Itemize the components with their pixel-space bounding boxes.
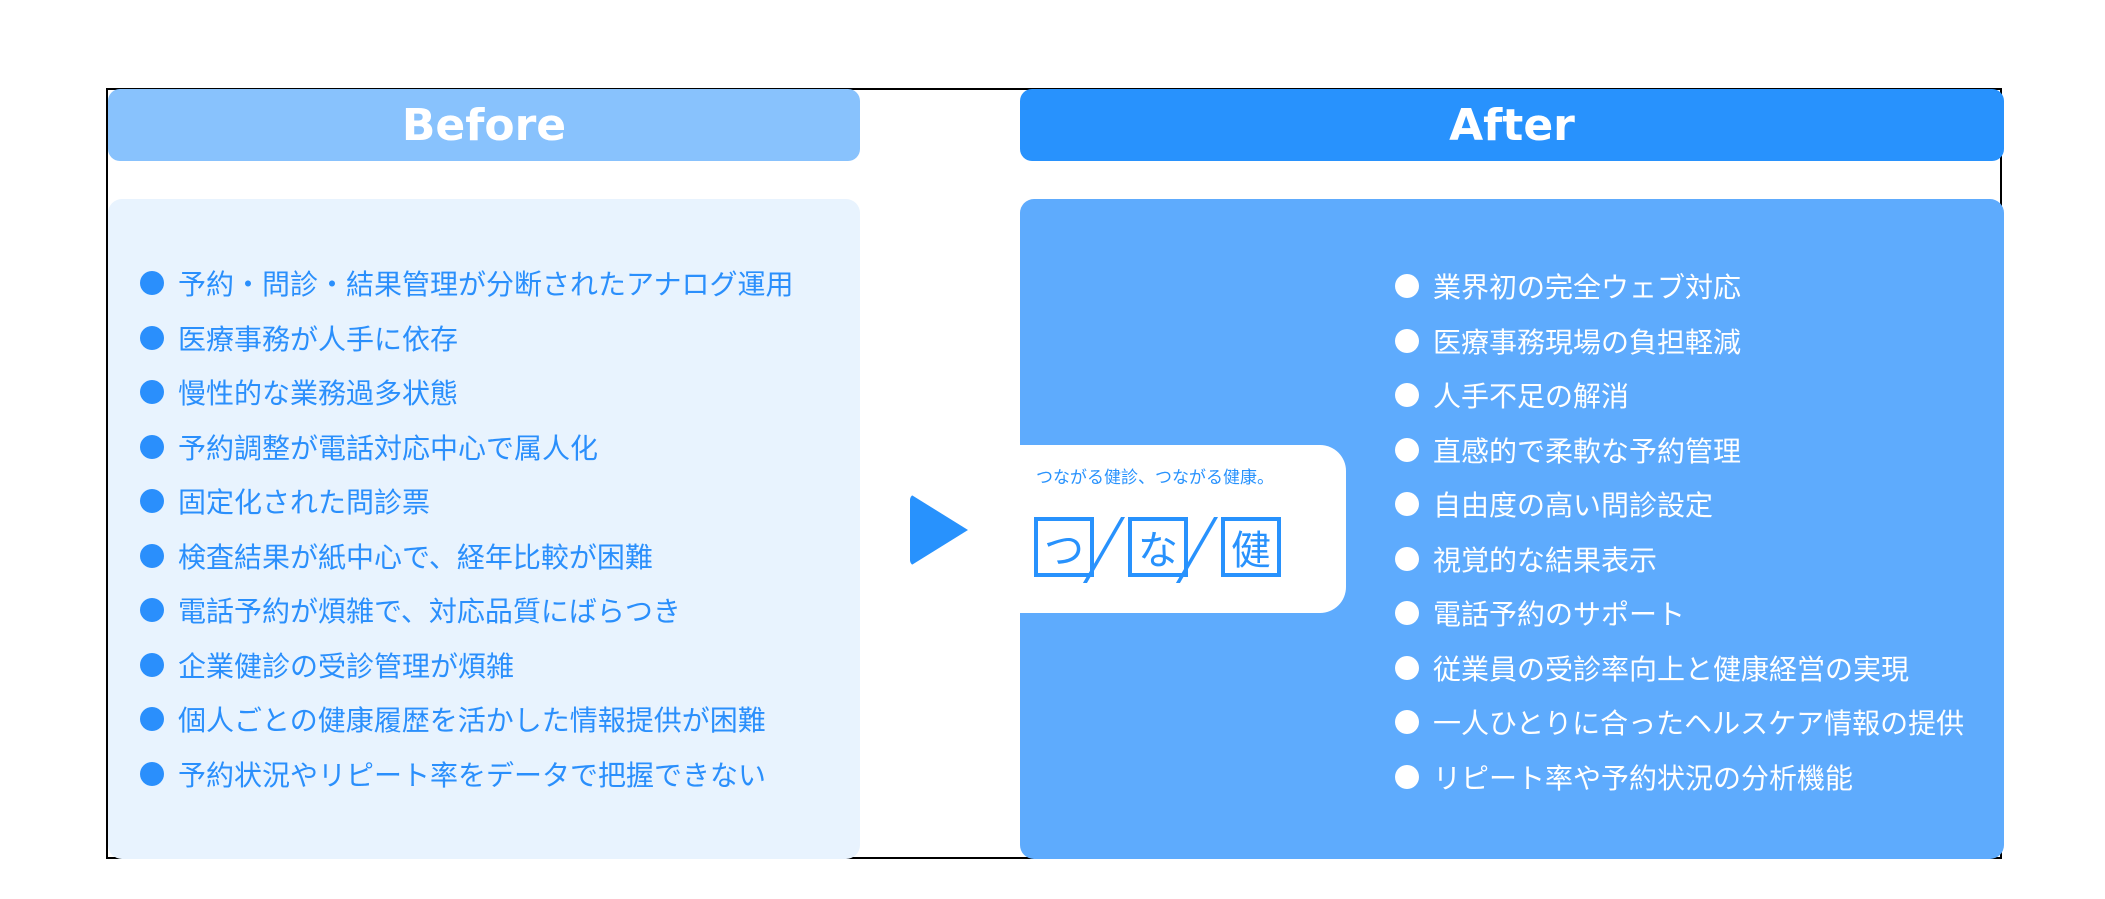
- item-text: 予約状況やリピート率をデータで把握できない: [178, 758, 767, 792]
- list-item: リピート率や予約状況の分析機能: [1395, 750, 1964, 805]
- item-text: 予約・問診・結果管理が分断されたアナログ運用: [178, 268, 794, 302]
- bullet-icon: [140, 271, 164, 296]
- bullet-icon: [1395, 764, 1419, 789]
- list-item: 業界初の完全ウェブ対応: [1395, 259, 1964, 314]
- item-text: 個人ごとの健康履歴を活かした情報提供が困難: [178, 704, 766, 738]
- bullet-icon: [140, 543, 164, 568]
- list-item: 人手不足の解消: [1395, 368, 1964, 423]
- item-text: 慢性的な業務過多状態: [178, 377, 459, 411]
- item-text: リピート率や予約状況の分析機能: [1433, 761, 1854, 795]
- list-item: 視覚的な結果表示: [1395, 532, 1964, 587]
- item-text: 従業員の受診率向上と健康経営の実現: [1433, 652, 1910, 686]
- list-item: 医療事務現場の負担軽減: [1395, 314, 1964, 369]
- item-text: 医療事務現場の負担軽減: [1433, 325, 1742, 359]
- item-text: 固定化された問診票: [178, 486, 431, 520]
- item-text: 業界初の完全ウェブ対応: [1433, 271, 1742, 305]
- bullet-icon: [1395, 601, 1419, 626]
- tsunaken-logo: つながる健診、つながる健康。 つ な 健: [1020, 445, 1346, 613]
- list-item: 検査結果が紙中心で、経年比較が困難: [140, 529, 793, 584]
- item-text: 直感的で柔軟な予約管理: [1433, 434, 1742, 468]
- bullet-icon: [140, 489, 164, 514]
- list-item: 慢性的な業務過多状態: [140, 365, 793, 420]
- list-item: 個人ごとの健康履歴を活かした情報提供が困難: [140, 692, 793, 747]
- bullet-icon: [1395, 437, 1419, 462]
- list-item: 予約状況やリピート率をデータで把握できない: [140, 747, 793, 802]
- item-text: 自由度の高い問診設定: [1433, 489, 1714, 523]
- item-text: 人手不足の解消: [1433, 380, 1630, 414]
- before-header: Before: [108, 89, 860, 161]
- list-item: 予約・問診・結果管理が分断されたアナログ運用: [140, 256, 793, 311]
- list-item: 電話予約のサポート: [1395, 586, 1964, 641]
- list-item: 企業健診の受診管理が煩雑: [140, 638, 793, 693]
- before-panel: [108, 199, 860, 859]
- item-text: 電話予約のサポート: [1433, 598, 1686, 632]
- bullet-icon: [140, 707, 164, 732]
- list-item: 固定化された問診票: [140, 474, 793, 529]
- item-text: 予約調整が電話対応中心で属人化: [178, 431, 599, 465]
- bullet-icon: [1395, 274, 1419, 299]
- bullet-icon: [1395, 383, 1419, 408]
- list-item: 医療事務が人手に依存: [140, 311, 793, 366]
- bullet-icon: [1395, 546, 1419, 571]
- arrow-right-icon: [910, 494, 968, 566]
- bullet-icon: [140, 325, 164, 350]
- logo-char: 健: [1221, 517, 1281, 577]
- item-text: 検査結果が紙中心で、経年比較が困難: [178, 540, 653, 574]
- list-item: 予約調整が電話対応中心で属人化: [140, 420, 793, 475]
- bullet-icon: [140, 434, 164, 459]
- item-text: 電話予約が煩雑で、対応品質にばらつき: [178, 595, 681, 629]
- logo-char: な: [1128, 517, 1188, 577]
- item-text: 一人ひとりに合ったヘルスケア情報の提供: [1433, 707, 1965, 741]
- list-item: 自由度の高い問診設定: [1395, 477, 1964, 532]
- bullet-icon: [140, 652, 164, 677]
- bullet-icon: [1395, 710, 1419, 735]
- list-item: 従業員の受診率向上と健康経営の実現: [1395, 641, 1964, 696]
- list-item: 直感的で柔軟な予約管理: [1395, 423, 1964, 478]
- bullet-icon: [1395, 655, 1419, 680]
- bullet-icon: [1395, 492, 1419, 517]
- item-text: 医療事務が人手に依存: [178, 322, 459, 356]
- bullet-icon: [140, 761, 164, 786]
- bullet-icon: [140, 380, 164, 405]
- bullet-icon: [1395, 328, 1419, 353]
- before-list: 予約・問診・結果管理が分断されたアナログ運用 医療事務が人手に依存 慢性的な業務…: [140, 256, 793, 801]
- after-list: 業界初の完全ウェブ対応 医療事務現場の負担軽減 人手不足の解消 直感的で柔軟な予…: [1395, 259, 1964, 804]
- after-header: After: [1020, 89, 2004, 161]
- item-text: 企業健診の受診管理が煩雑: [178, 649, 515, 683]
- list-item: 一人ひとりに合ったヘルスケア情報の提供: [1395, 695, 1964, 750]
- list-item: 電話予約が煩雑で、対応品質にばらつき: [140, 583, 793, 638]
- item-text: 視覚的な結果表示: [1433, 543, 1658, 577]
- logo-char: つ: [1034, 517, 1094, 577]
- logo-tagline: つながる健診、つながる健康。: [1036, 468, 1274, 488]
- bullet-icon: [140, 598, 164, 623]
